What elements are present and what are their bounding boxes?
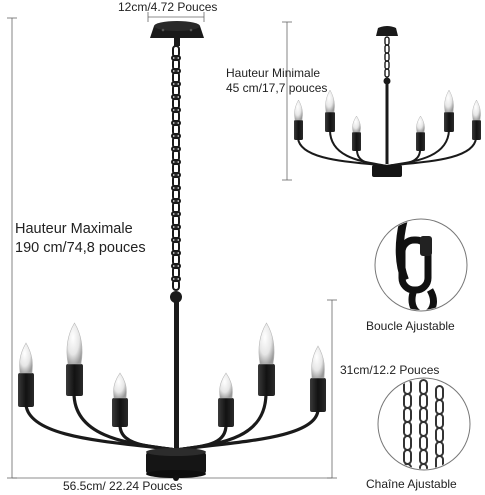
bulbs — [18, 322, 326, 427]
body-height-label: 31cm/12.2 Pouces — [340, 363, 440, 377]
buckle-label: Boucle Ajustable — [366, 319, 455, 333]
arms — [24, 391, 320, 452]
chain-label: Chaîne Ajustable — [366, 477, 457, 491]
chandelier-main — [18, 21, 326, 481]
max-height-label-line1: Hauteur Maximale — [15, 221, 133, 237]
buckle-detail — [374, 218, 468, 312]
total-width-label: 56.5cm/ 22.24 Pouces — [63, 479, 183, 493]
chain — [171, 45, 181, 291]
chain-detail — [377, 377, 471, 471]
dimension-lines — [7, 12, 337, 479]
max-height-label-line2: 190 cm/74,8 pouces — [15, 240, 146, 256]
min-height-label-line1: Hauteur Minimale — [226, 66, 321, 80]
chandelier-small — [294, 26, 481, 177]
min-height-label-line2: 45 cm/17,7 pouces — [226, 81, 328, 95]
canopy-width-label: 12cm/4.72 Pouces — [118, 0, 218, 14]
